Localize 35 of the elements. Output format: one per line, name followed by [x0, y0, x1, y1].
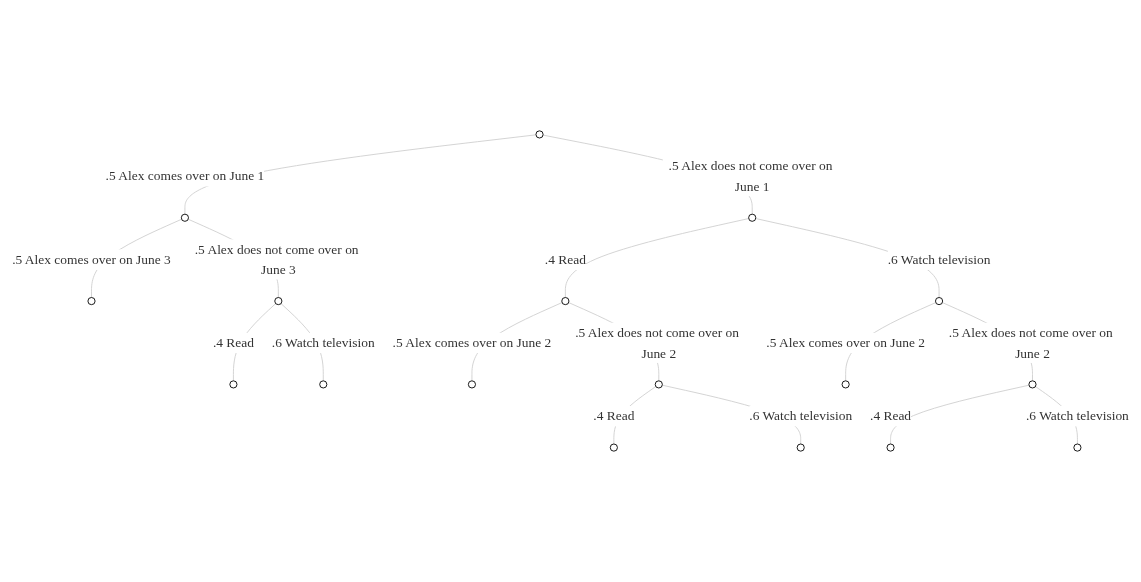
- edge-label: .5 Alex does not come over on June 2: [948, 325, 1113, 360]
- node-circle: [319, 380, 328, 389]
- edge-label: .4 Read: [544, 252, 586, 267]
- node-circle: [841, 380, 850, 389]
- edge-label: .4 Read: [593, 408, 635, 423]
- node-circle: [796, 443, 805, 452]
- node-circle: [1073, 443, 1082, 452]
- edge-label: .5 Alex comes over on June 1: [105, 168, 265, 184]
- edge-label: .6 Watch television: [887, 252, 991, 267]
- connector: [890, 384, 1030, 445]
- node-circle: [180, 213, 189, 222]
- node-circle: [274, 297, 283, 306]
- node-circle: [535, 130, 544, 139]
- edge-label: .5 Alex does not come over on June 3: [194, 241, 359, 277]
- edge-label: .5 Alex comes over on June 2: [766, 335, 925, 350]
- node-circle: [467, 380, 476, 389]
- node-circle: [561, 297, 570, 306]
- node-circle: [654, 380, 663, 389]
- edge-label: .5 Alex comes over on June 3: [12, 252, 171, 267]
- edge-label: .6 Watch television: [271, 335, 375, 350]
- node-circle: [87, 297, 96, 306]
- edge-label: .5 Alex does not come over on June 1: [668, 158, 833, 194]
- edge-label: .5 Alex comes over on June 2: [392, 335, 552, 350]
- node-circle: [886, 443, 895, 452]
- edge-label: .5 Alex does not come over on June 2: [575, 325, 740, 360]
- node-circle: [609, 443, 618, 452]
- connector: [564, 218, 750, 298]
- edge-label: .4 Read: [870, 408, 912, 423]
- edge-label: .4 Read: [212, 335, 254, 350]
- node-circle: [748, 213, 757, 222]
- node-circle: [1028, 380, 1037, 389]
- node-circle: [229, 380, 238, 389]
- edge-label: .6 Watch television: [1026, 408, 1129, 423]
- edge-label: .6 Watch television: [749, 408, 853, 423]
- node-circle: [935, 297, 944, 306]
